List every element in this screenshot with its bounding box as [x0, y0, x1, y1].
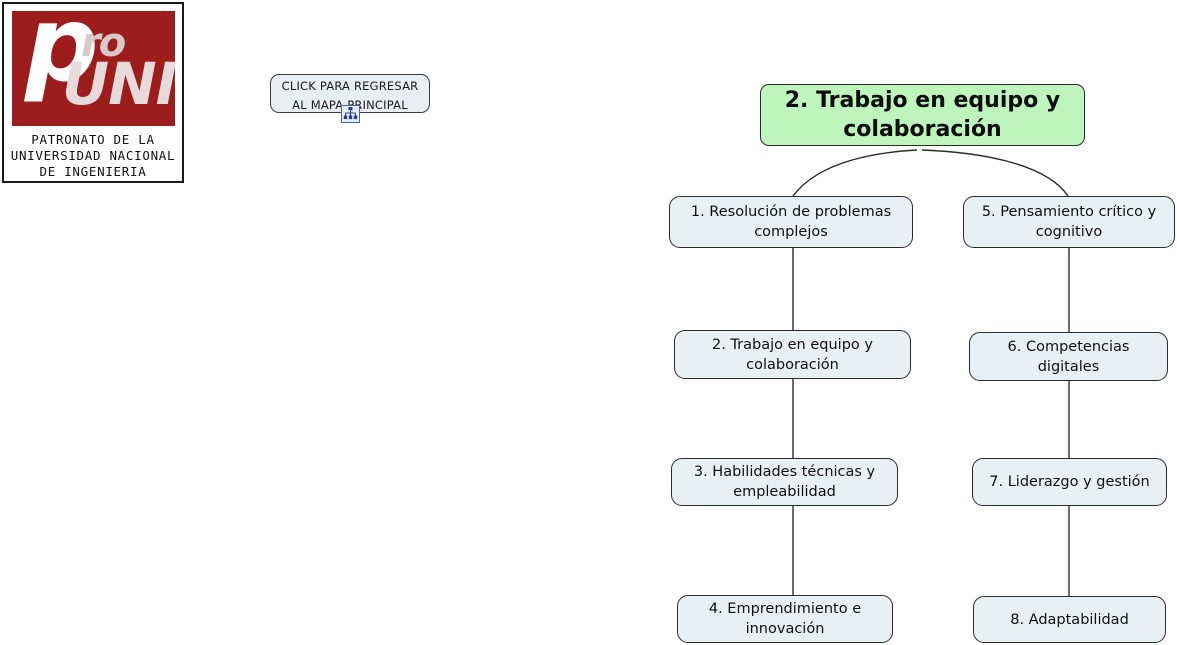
map-node-7-liderazgo-y-gestion[interactable]: 7. Liderazgo y gestión — [972, 458, 1167, 506]
map-node-6-competencias-digitales[interactable]: 6. Competencias digitales — [969, 332, 1168, 381]
prouni-logo-panel: p ro UNI PATRONATO DE LA UNIVERSIDAD NAC… — [2, 2, 184, 183]
map-node-5-pensamiento-critico-y-cognitivo[interactable]: 5. Pensamiento crítico y cognitivo — [963, 196, 1175, 248]
map-node-2-trabajo-en-equipo-y-colaboracion[interactable]: 2. Trabajo en equipo y colaboración — [674, 330, 911, 379]
return-button-label-line-1: CLICK PARA REGRESAR — [281, 79, 419, 93]
logo-letter-p: p — [25, 11, 99, 105]
prouni-logo-mark: p ro UNI — [12, 11, 175, 126]
logo-caption-line-3: DE INGENIERIA — [39, 164, 147, 179]
logo-letters-uni: UNI — [62, 50, 175, 118]
map-node-8-adaptabilidad[interactable]: 8. Adaptabilidad — [973, 596, 1166, 643]
hierarchy-icon[interactable] — [341, 105, 360, 123]
map-node-1-resolucion-de-problemas-complejos[interactable]: 1. Resolución de problemas complejos — [669, 196, 913, 248]
logo-letters-ro: ro — [81, 20, 126, 66]
logo-caption: PATRONATO DE LA UNIVERSIDAD NACIONAL DE … — [4, 132, 182, 180]
logo-caption-line-1: PATRONATO DE LA — [31, 132, 155, 147]
map-node-3-habilidades-tecnicas-y-empleabilidad[interactable]: 3. Habilidades técnicas y empleabilidad — [671, 458, 898, 506]
return-to-main-map-button[interactable]: CLICK PARA REGRESAR AL MAPA PRINCIPAL — [270, 74, 430, 113]
map-node-4-emprendimiento-e-innovacion[interactable]: 4. Emprendimiento e innovación — [677, 595, 893, 643]
map-root-node[interactable]: 2. Trabajo en equipo y colaboración — [760, 84, 1085, 146]
logo-caption-line-2: UNIVERSIDAD NACIONAL — [10, 148, 176, 163]
